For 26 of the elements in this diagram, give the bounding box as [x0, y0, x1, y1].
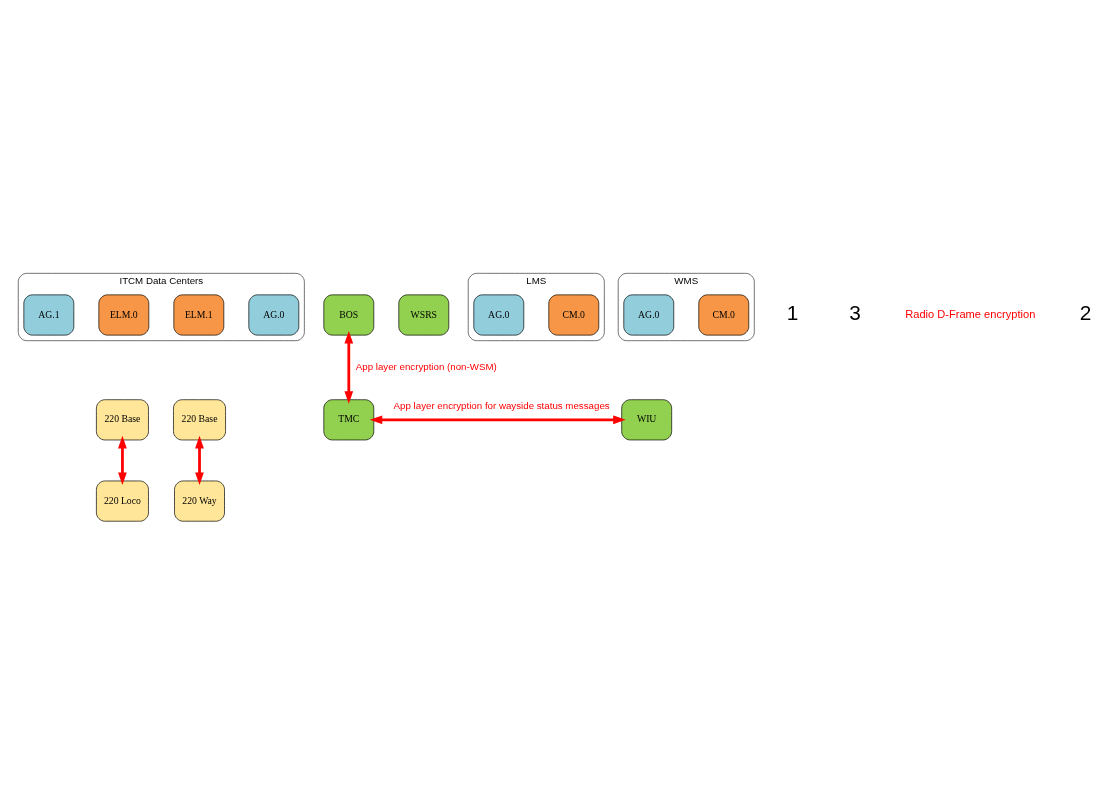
- node-box: 220 Loco: [96, 480, 149, 522]
- label: 1: [786, 301, 799, 325]
- node-box: AG.1: [23, 294, 75, 336]
- arrow: [369, 415, 626, 425]
- node-box: AG.0: [473, 294, 525, 336]
- node-box: CM.0: [548, 294, 600, 336]
- edge-label: App layer encryption for wayside status messages: [393, 399, 610, 411]
- edge-label: App layer encryption (non-WSM): [355, 361, 497, 373]
- node-box: 220 Base: [96, 399, 149, 441]
- arrow: [344, 330, 354, 404]
- node-box: AG.0: [623, 294, 675, 336]
- arrow: [195, 435, 204, 485]
- node-box: CM.0: [698, 294, 750, 336]
- arrow: [118, 435, 127, 485]
- node-box: AG.0: [248, 294, 300, 336]
- node-box: ELM.1: [173, 294, 225, 336]
- node-box: WSRS: [398, 294, 450, 336]
- node-box: 220 Base: [173, 399, 226, 441]
- node-box: TMC: [323, 399, 375, 441]
- node-box: WIU: [621, 399, 673, 441]
- label: Radio D-Frame encryption: [905, 307, 1036, 320]
- label: 2: [1079, 301, 1092, 325]
- node-box: BOS: [323, 294, 375, 336]
- node-box: ELM.0: [98, 294, 150, 336]
- node-box: 220 Way: [174, 480, 225, 522]
- label: 3: [849, 301, 861, 325]
